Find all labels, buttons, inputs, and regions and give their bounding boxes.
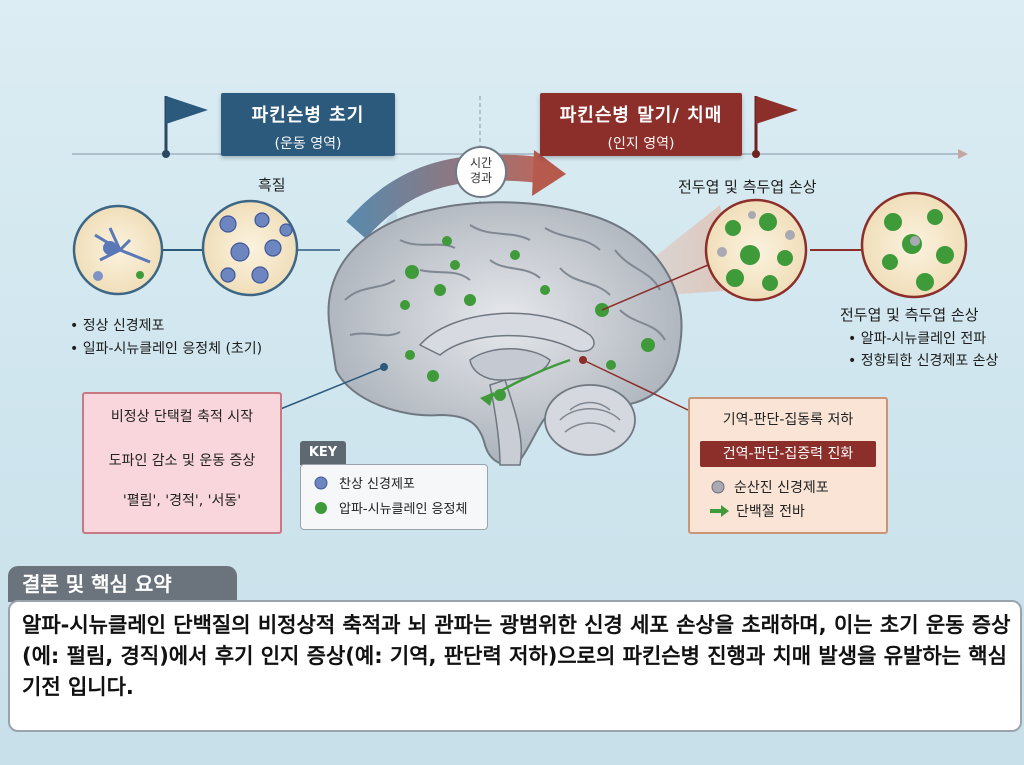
progression-arrowhead: [532, 150, 566, 196]
key-label-1: 찬상 신경제포: [339, 477, 415, 492]
healthy-neuron-circle: [72, 204, 164, 296]
time-label-line1: 시간: [469, 156, 493, 170]
time-label-line2: 경과: [469, 171, 493, 185]
key-row-1: 찬상 신경제포: [311, 473, 487, 492]
connector-peachbox-brain: [582, 359, 689, 411]
right-bullet-1: • 알파-시뉴클레인 전파: [848, 331, 987, 347]
connector-right-brain: [601, 264, 709, 311]
late-legend-row-1: 순산진 신경제포: [708, 477, 886, 497]
key-label-2: 압파-시뉴클레인 응정체: [339, 502, 468, 517]
left-bullet-2: • 일파-시뉴클레인 응정체 (초기): [70, 341, 263, 357]
time-elapsed-label: 시간 경과: [462, 156, 500, 186]
key-legend: 찬상 신경제포 압파-시뉴클레인 응정체: [300, 464, 488, 530]
time-clock-icon: [455, 146, 507, 198]
right-detail-title: 전두엽 및 측두엽 손상: [840, 306, 979, 324]
early-stage-banner: 파킨슨병 초기 (운동 영역): [221, 93, 395, 156]
cortex-damage-label: 전두엽 및 측두엽 손상: [678, 178, 817, 196]
late-stage-subtitle: (인지 영역): [607, 136, 675, 152]
key-title: KEY: [300, 441, 346, 465]
summary-panel: [8, 600, 1022, 732]
late-stage-title: 파킨슨병 말기/ 치매: [559, 105, 723, 126]
flag-left-icon: [162, 96, 208, 158]
cortex-damage-circle-2: [860, 191, 968, 299]
timeline-arrowhead: [958, 149, 968, 159]
late-symptoms-line1: 기역-판단-집동록 저하: [722, 412, 854, 428]
aggregate-icon: [315, 501, 327, 514]
right-bullet-2: • 정항퇴한 신경제포 손상: [848, 353, 999, 369]
left-bullet-1: • 정상 신경제포: [70, 318, 165, 334]
damaged-neuron-icon: [711, 480, 725, 494]
late-legend-row-2: 단백절 전바: [708, 501, 886, 521]
late-symptoms-box: 기역-판단-집동록 저하 건역-판단-집증력 진화 순산진 신경제포 단백절 전…: [688, 397, 888, 534]
summary-text: 알파-시뉴클레인 단백질의 비정상적 축적과 뇌 관파는 광범위한 신경 세포 …: [22, 613, 1011, 699]
protein-spread-arrow-icon: [710, 505, 729, 517]
early-symptoms-box: 비정상 단택컬 축적 시작 도파인 감소 및 운동 증상 '펼림', '경적',…: [82, 392, 282, 534]
summary-title: 결론 및 핵심 요약: [8, 566, 237, 602]
brain-illustration: [327, 201, 683, 466]
cortex-damage-circle-1: [704, 198, 808, 302]
connector-pinkbox-brain: [277, 366, 385, 411]
late-legend-label-1: 순산진 신경제포: [734, 480, 829, 496]
late-legend-label-2: 단백절 전바: [736, 504, 805, 520]
late-symptoms-banner: 건역-판단-집증력 진화: [700, 441, 876, 467]
late-stage-banner: 파킨슨병 말기/ 치매 (인지 영역): [540, 93, 742, 156]
early-stage-title: 파킨슨병 초기: [251, 105, 365, 126]
progression-arc: [346, 154, 542, 239]
substantia-nigra-label: 흑질: [258, 176, 286, 194]
early-symptoms-line1: 비정상 단택컬 축적 시작: [110, 409, 254, 425]
substantia-nigra-circle: [201, 199, 299, 297]
early-stage-subtitle: (운동 영역): [274, 136, 342, 152]
early-symptoms-line2: 도파인 감소 및 운동 증상: [108, 453, 256, 469]
key-row-2: 압파-시뉴클레인 응정체: [311, 498, 487, 517]
early-symptoms-line3: '펼림', '경적', '서동': [122, 493, 242, 509]
flag-right-icon: [752, 96, 798, 158]
normal-neuron-icon: [314, 476, 328, 489]
